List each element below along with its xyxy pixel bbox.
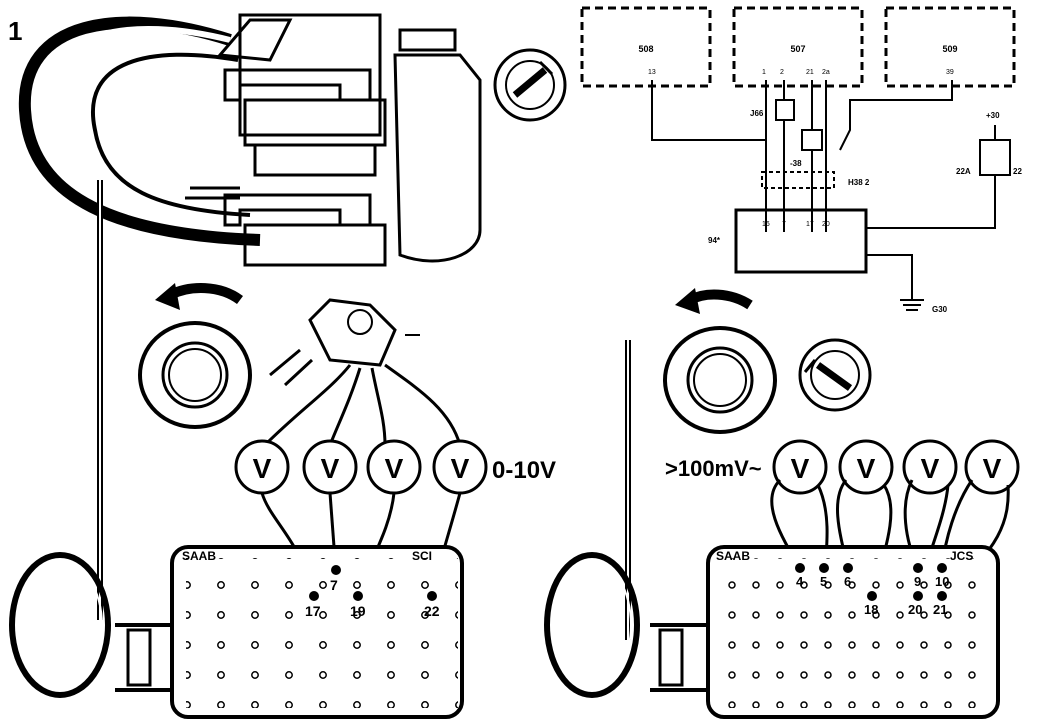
rotation-arrow-right bbox=[687, 289, 753, 310]
harness-block bbox=[761, 171, 835, 189]
fuse-block bbox=[979, 139, 1011, 176]
pin-label: 21 bbox=[806, 69, 814, 76]
range-label-right: >100mV~ bbox=[665, 456, 762, 481]
svg-text:V: V bbox=[921, 453, 940, 484]
svg-text:V: V bbox=[451, 453, 470, 484]
module-label: 507 bbox=[790, 44, 805, 54]
figure-number: 1 bbox=[8, 16, 22, 46]
schematic-labels: 508 507 509 13 1 2 21 2a 39 J66 -38 +30 … bbox=[638, 44, 1022, 314]
voltmeter-icon: V bbox=[432, 439, 488, 495]
pin-number: 5 bbox=[820, 574, 827, 589]
voltmeter-icon: V bbox=[902, 439, 958, 495]
svg-text:V: V bbox=[791, 453, 810, 484]
pin-number: 9 bbox=[914, 574, 921, 589]
crank-pulley-left bbox=[138, 321, 252, 429]
ground-label: G30 bbox=[932, 305, 948, 314]
pin-label: 1 bbox=[762, 69, 766, 76]
harness-loop-left bbox=[18, 16, 261, 246]
unit-label: 94* bbox=[708, 236, 721, 245]
pin-label: 39 bbox=[946, 69, 954, 76]
module-label: 509 bbox=[942, 44, 957, 54]
svg-text:V: V bbox=[857, 453, 876, 484]
pin-number: 21 bbox=[933, 602, 947, 617]
svg-text:V: V bbox=[385, 453, 404, 484]
ignition-key-icon bbox=[493, 48, 567, 122]
svg-text:V: V bbox=[253, 453, 272, 484]
connector-label-saab-left: SAAB bbox=[182, 549, 216, 563]
unit-pin-label: 16 bbox=[762, 221, 770, 228]
voltmeter-icon: V bbox=[772, 439, 828, 495]
pin-number: 17 bbox=[305, 603, 321, 619]
unit-pin-label: 17 bbox=[806, 221, 814, 228]
voltmeter-icon: V bbox=[302, 439, 358, 495]
left-panel bbox=[9, 13, 567, 698]
left-meters: V V V V 0-10V bbox=[234, 439, 556, 495]
svg-text:V: V bbox=[321, 453, 340, 484]
ground-ref-box bbox=[801, 129, 823, 151]
pin-number: 19 bbox=[350, 603, 366, 619]
pin-number: 20 bbox=[908, 602, 922, 617]
pin-number: 4 bbox=[796, 574, 804, 589]
right-meters: >100mV~ V V V V bbox=[665, 439, 1020, 495]
svg-text:V: V bbox=[983, 453, 1002, 484]
pin-number: 18 bbox=[864, 602, 878, 617]
pin-number: 7 bbox=[330, 577, 338, 593]
pin-number: 22 bbox=[424, 603, 440, 619]
wiring-schematic bbox=[580, 6, 1016, 311]
pin-label: 13 bbox=[648, 69, 656, 76]
voltmeter-icon: V bbox=[838, 439, 894, 495]
right-panel bbox=[544, 288, 872, 698]
range-label-left: 0-10V bbox=[492, 457, 556, 484]
sensor-leads bbox=[263, 363, 462, 447]
unit-pin-label: 20 bbox=[822, 221, 830, 228]
cable-loop-left bbox=[9, 552, 111, 698]
relay-label: J66 bbox=[750, 109, 764, 118]
connector-label-saab-right: SAAB bbox=[716, 549, 750, 563]
fuse-label: 22 bbox=[1013, 167, 1022, 176]
pin-number: 6 bbox=[844, 574, 851, 589]
injector-assembly bbox=[185, 13, 482, 267]
voltmeter-icon: V bbox=[964, 439, 1020, 495]
pin-number: 10 bbox=[935, 574, 949, 589]
pin-label: 2 bbox=[780, 69, 784, 76]
pin-label: 2a bbox=[822, 69, 830, 76]
harness-label: H38 2 bbox=[848, 178, 870, 187]
ecu-connector-left: SAAB SCI 17 7 19 22 bbox=[115, 545, 464, 719]
voltmeter-icon: V bbox=[234, 439, 290, 495]
ecu-connector-right: SAAB JCS 4 5 6 18 9 20 10 21 bbox=[650, 545, 1000, 719]
module-label: 508 bbox=[638, 44, 653, 54]
connector-label-right-right: JCS bbox=[950, 549, 973, 563]
connector-label-right-left: SCI bbox=[412, 549, 432, 563]
rotation-arrow-left bbox=[167, 283, 243, 305]
fuse-label: 22A bbox=[956, 167, 971, 176]
unit-94 bbox=[734, 208, 868, 274]
ignition-key-icon bbox=[798, 338, 872, 412]
voltmeter-icon: V bbox=[366, 439, 422, 495]
sensor-plug bbox=[269, 298, 420, 387]
supply-label: +30 bbox=[986, 111, 1000, 120]
crank-pulley-right bbox=[663, 326, 777, 434]
ground-ref-label: -38 bbox=[790, 159, 802, 168]
unit-pin-label: 7 bbox=[782, 221, 786, 228]
cable-loop-right bbox=[544, 552, 640, 698]
relay-j66 bbox=[775, 99, 795, 121]
